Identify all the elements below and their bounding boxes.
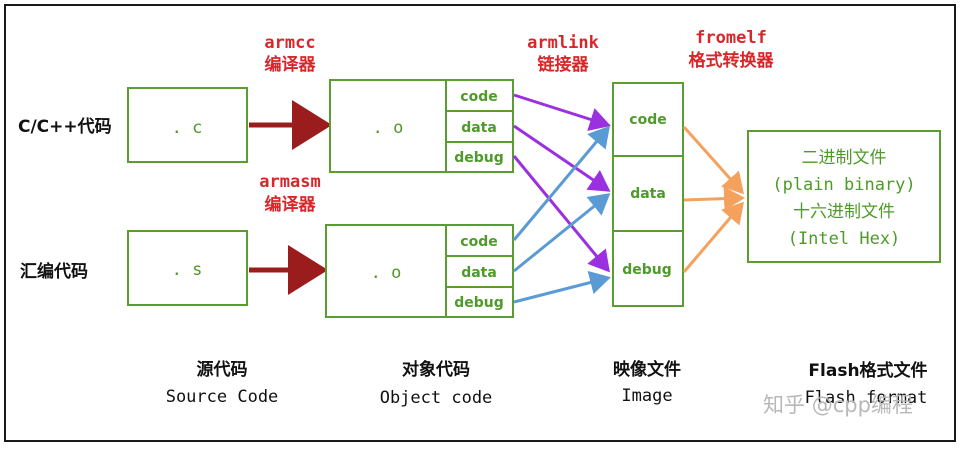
- armlink-name: armlink: [527, 33, 599, 53]
- image-section-debug: [612, 230, 684, 307]
- caption-flash-cn: Flash格式文件: [808, 360, 927, 381]
- diagram-frame: [4, 4, 956, 442]
- o2-section-data-label: data: [461, 265, 497, 281]
- convert-arrow-debug: [682, 201, 744, 273]
- link-arrow-o2-debug: [513, 270, 611, 304]
- flash-output-box: [747, 130, 941, 263]
- caption-image-en: Image: [621, 386, 672, 406]
- object-file-1-label: . o: [373, 118, 404, 138]
- o2-section-code-label: code: [460, 234, 497, 250]
- o1-section-code: [445, 79, 514, 112]
- flash-hex-en: (Intel Hex): [788, 229, 901, 249]
- armcc-desc: 编译器: [265, 54, 317, 75]
- flash-binary-cn: 二进制文件: [802, 148, 887, 168]
- image-section-data: [612, 155, 684, 232]
- o2-section-data: [445, 255, 514, 288]
- armasm-desc: 编译器: [265, 194, 317, 215]
- o1-section-code-label: code: [460, 89, 497, 105]
- fromelf-desc: 格式转换器: [689, 50, 775, 71]
- armasm-name: armasm: [259, 172, 320, 192]
- o1-section-debug: [445, 141, 514, 173]
- caption-source-cn: 源代码: [197, 359, 248, 380]
- caption-object-cn: 对象代码: [402, 359, 470, 380]
- link-arrow-o2-data: [513, 193, 611, 273]
- o2-section-debug-label: debug: [454, 295, 504, 311]
- caption-source-en: Source Code: [166, 387, 279, 407]
- c-file-label: . c: [172, 118, 203, 138]
- image-section-code: [612, 82, 684, 157]
- flash-binary-en: (plain binary): [772, 175, 915, 195]
- o1-section-data-label: data: [461, 120, 497, 136]
- watermark-text: 知乎 @cpp编程: [763, 393, 913, 417]
- convert-arrow-data: [683, 186, 745, 211]
- image-section-data-label: data: [630, 186, 666, 202]
- object-file-2-box: [325, 224, 447, 318]
- caption-object-en: Object code: [380, 388, 493, 408]
- link-arrow-o1-code: [513, 93, 611, 131]
- link-arrow-o1-debug: [512, 155, 610, 273]
- s-file-box: [127, 230, 248, 306]
- link-arrow-o2-code: [512, 125, 610, 241]
- c-file-box: [127, 87, 248, 163]
- caption-flash-en: Flash format: [805, 388, 928, 408]
- o1-section-debug-label: debug: [454, 150, 504, 166]
- convert-arrow-code: [682, 126, 744, 195]
- s-file-label: . s: [172, 260, 203, 280]
- fromelf-name: fromelf: [695, 28, 767, 48]
- c-source-label: C/C++代码: [18, 116, 112, 137]
- armcc-name: armcc: [264, 33, 315, 53]
- object-file-1-box: [329, 79, 447, 173]
- image-section-code-label: code: [629, 112, 666, 128]
- link-arrow-o1-data: [513, 124, 611, 192]
- flash-hex-cn: 十六进制文件: [793, 202, 895, 222]
- asm-source-label: 汇编代码: [20, 261, 88, 282]
- caption-image-cn: 映像文件: [613, 359, 681, 380]
- image-section-debug-label: debug: [622, 262, 672, 278]
- armlink-desc: 链接器: [538, 54, 590, 75]
- object-file-2-label: . o: [371, 263, 402, 283]
- o2-section-debug: [445, 286, 514, 318]
